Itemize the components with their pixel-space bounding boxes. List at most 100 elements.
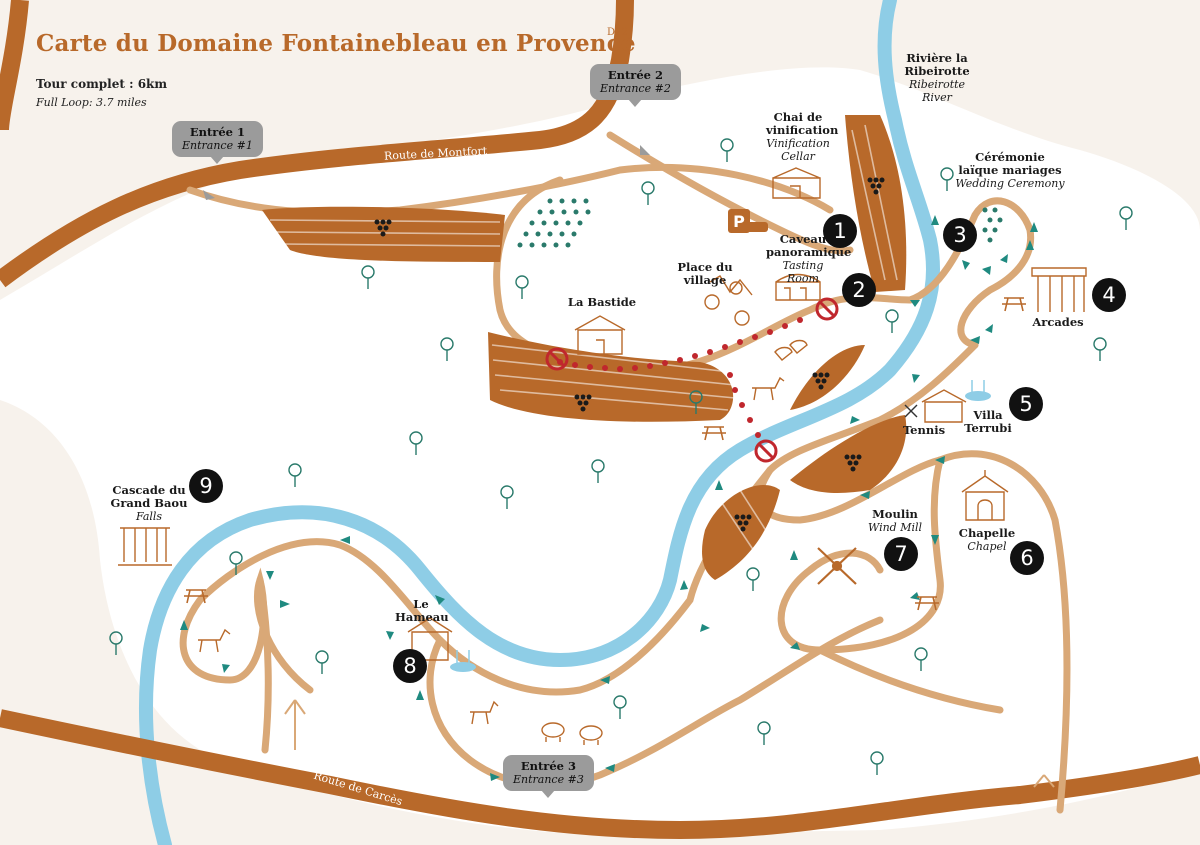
direction-arrows <box>180 215 1038 781</box>
tree-icon <box>288 463 302 487</box>
marker-8[interactable]: 8 <box>393 649 427 683</box>
tree-icon <box>229 551 243 575</box>
picnic-table-icon <box>1002 297 1026 312</box>
villa-building-icon <box>921 389 967 423</box>
grape-icon <box>867 177 885 195</box>
bastide-building-icon <box>574 315 626 355</box>
picnic-table-icon <box>702 426 726 441</box>
road-carces <box>0 709 1200 840</box>
picnic-table-icon <box>184 589 208 604</box>
tree-icon <box>613 695 627 719</box>
label-arcades: Arcades <box>1030 316 1086 329</box>
bubble-tail <box>628 99 643 107</box>
tree-icon <box>409 431 423 455</box>
chai-building-icon <box>772 167 821 199</box>
tree-icon <box>440 337 454 361</box>
tree-icon <box>940 167 954 191</box>
donkey-icon <box>752 376 785 401</box>
marker-7[interactable]: 7 <box>884 537 918 571</box>
picnic-table-icon <box>915 596 939 611</box>
chai-en: Vinification Cellar <box>766 137 830 163</box>
waterfall-icon <box>118 527 172 566</box>
tree-icon <box>515 275 529 299</box>
marker-3[interactable]: 3 <box>943 218 977 252</box>
river-fr: Rivière la Ribeirotte <box>904 51 970 78</box>
label-hameau: Le Hameau <box>395 597 449 624</box>
grape-icon <box>374 219 392 237</box>
entrance-arrows <box>203 145 650 200</box>
animals <box>198 339 808 745</box>
tree-icon <box>361 265 375 289</box>
map-title: Carte du Domaine Fontainebleau en Proven… <box>36 30 636 57</box>
bubble-tail <box>541 790 556 798</box>
road-arrow <box>1033 774 1055 788</box>
chai-fr: Chai de vinification <box>766 110 839 137</box>
tennis-icon <box>904 404 918 418</box>
vineyard-center <box>790 345 865 410</box>
marker-2[interactable]: 2 <box>842 273 876 307</box>
entrance-3-en: Entrance #3 <box>513 773 584 786</box>
tree-icon <box>757 721 771 745</box>
label-caveau: Caveau panoramique Tasting Room <box>766 232 852 286</box>
tennis-fr: Tennis <box>902 423 946 437</box>
label-chai: Chai de vinification Vinification Cellar <box>766 110 839 164</box>
chapel-building-icon <box>961 470 1009 521</box>
entrance-1-en: Entrance #1 <box>182 139 253 152</box>
tree-icon <box>885 309 899 333</box>
label-place-village: Place du village <box>676 261 734 287</box>
no-entry-icon <box>545 347 569 371</box>
windmill-icon <box>817 547 857 585</box>
entrance-1-fr: Entrée 1 <box>189 125 245 139</box>
marker-6[interactable]: 6 <box>1010 541 1044 575</box>
grape-icon <box>812 372 830 390</box>
villa-fr: Villa Terrubi <box>964 408 1012 435</box>
marker-9[interactable]: 9 <box>189 469 223 503</box>
label-moulin: Moulin Wind Mill <box>860 508 930 535</box>
entrance-2-bubble[interactable]: Entrée 2 Entrance #2 <box>590 64 681 107</box>
label-tennis: Tennis <box>902 424 946 437</box>
tree-icon <box>870 751 884 775</box>
river-en: Ribeirotte River <box>908 78 966 104</box>
vineyard-tennis <box>790 415 907 493</box>
no-entry-icon <box>754 439 778 463</box>
marker-1[interactable]: 1 <box>823 214 857 248</box>
caveau-en: Tasting Room <box>782 259 824 285</box>
tree-icon <box>1093 337 1107 361</box>
ceremonie-fr: Cérémonie laïque mariages <box>958 150 1062 177</box>
tree-icon <box>720 138 734 162</box>
marker-5[interactable]: 5 <box>1009 387 1043 421</box>
svg-text:P: P <box>733 212 745 231</box>
moulin-en: Wind Mill <box>867 521 923 534</box>
arcades-fr: Arcades <box>1032 315 1084 329</box>
caveau-building-icon <box>775 273 821 301</box>
river <box>138 0 940 845</box>
tree-icon <box>315 650 329 674</box>
horse-icon <box>198 628 231 653</box>
grape-icon <box>574 394 592 412</box>
caveau-fr: Caveau panoramique <box>766 232 852 259</box>
village-trees-icon <box>704 275 753 326</box>
place-village-fr: Place du village <box>677 260 733 287</box>
tree-icon <box>109 631 123 655</box>
entrance-2-fr: Entrée 2 <box>607 68 663 82</box>
entrance-1-bubble[interactable]: Entrée 1 Entrance #1 <box>172 121 263 164</box>
hameau-fr: Le Hameau <box>395 597 449 624</box>
entrance-3-bubble[interactable]: Entrée 3 Entrance #3 <box>503 755 594 798</box>
ceremonie-en: Wedding Ceremony <box>955 177 1065 190</box>
road-d22-label: D22 <box>607 27 628 38</box>
entrance-3-arrow <box>284 699 306 750</box>
bastide-fr: La Bastide <box>567 295 637 309</box>
label-river: Rivière la Ribeirotte Ribeirotte River <box>895 51 979 105</box>
tree-icon <box>914 647 928 671</box>
road-west-top <box>0 0 29 131</box>
trees <box>109 138 1133 775</box>
pool-icon <box>965 380 991 401</box>
grape-icon <box>844 454 862 472</box>
tree-icon <box>500 485 514 509</box>
arcades-icon <box>1031 267 1087 312</box>
road-montfort <box>0 0 634 288</box>
marker-4[interactable]: 4 <box>1092 278 1126 312</box>
no-entry-icon <box>815 297 839 321</box>
tree-icon <box>591 459 605 483</box>
